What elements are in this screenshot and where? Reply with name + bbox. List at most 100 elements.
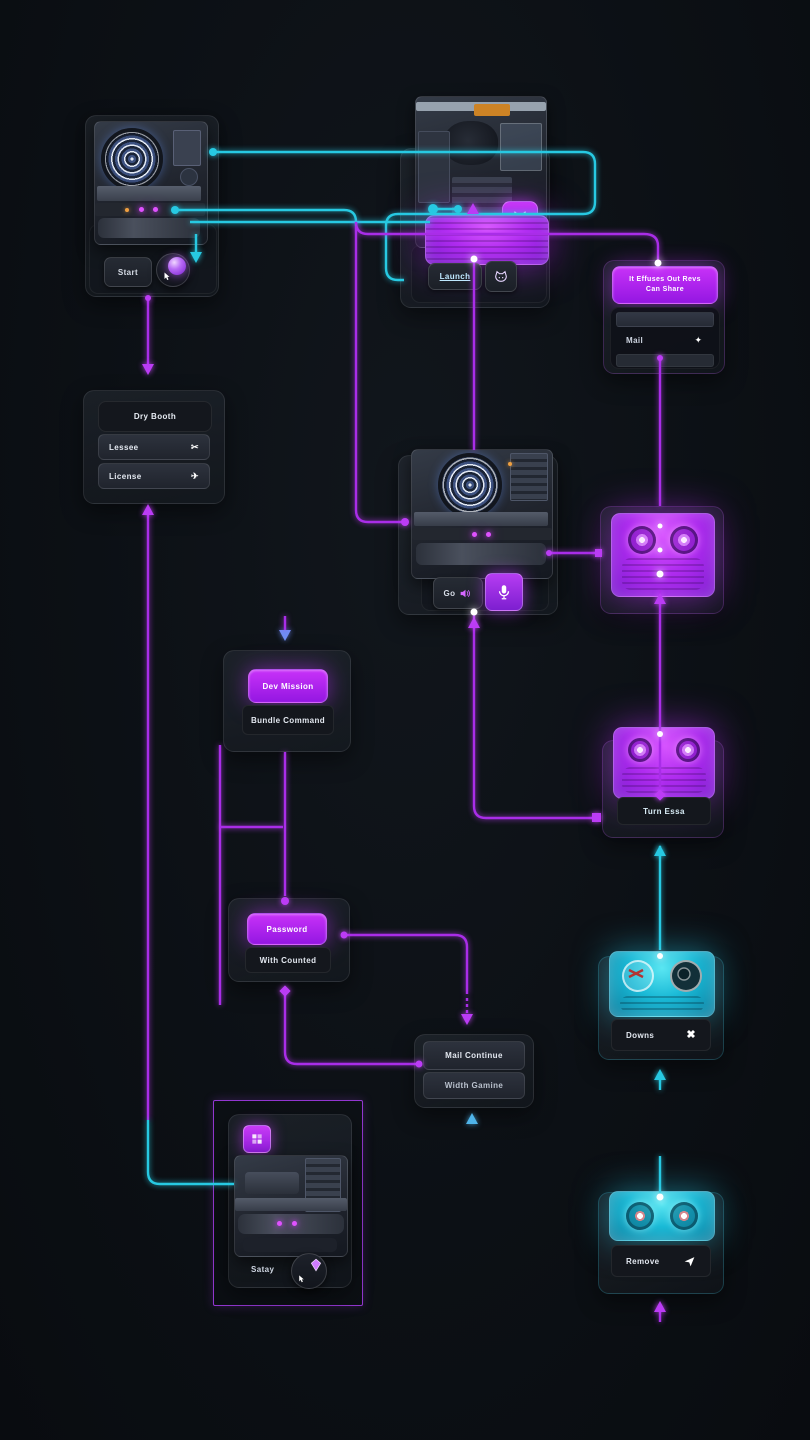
safety-label: Satay [251,1265,275,1274]
glass-window [500,123,542,171]
go-button-label: Go [443,588,456,598]
dry-booth-title: Dry Booth [98,401,212,432]
dev-mission-label: Dev Mission [262,681,314,691]
orange-block [474,104,510,116]
turn-essa-button[interactable]: Turn Essa [617,797,711,825]
turn-essa-panel [613,727,715,799]
grid-panel [510,453,548,501]
go-button[interactable]: Go [433,577,483,609]
deck-bar-2 [412,528,552,540]
mail-row[interactable]: Mail ✦ [616,329,712,351]
deck-bar-2 [95,203,205,216]
node-mail-continue: Mail Continue Width Gamine [414,1034,534,1108]
glow-scanlines [426,216,548,264]
launch-button-label: Launch [439,272,471,281]
dry-booth-row-2[interactable]: License ✈ [98,463,210,489]
knob [180,168,198,186]
share-header-button[interactable]: It Effuses Out Revs Can Share [612,266,718,304]
indicator-dot-magenta-2 [292,1221,297,1226]
arrow-down-drybooth [142,364,154,375]
password-button[interactable]: Password [247,913,327,945]
remove-button[interactable]: Remove [611,1245,711,1277]
wire-password-bottom-to-mailcontinue [283,994,416,1066]
blocked-badge-icon [622,960,654,992]
node-turn-essa: Turn Essa [602,727,724,838]
motor-hub [444,121,498,165]
cassette-a-panel [611,513,715,597]
indicator-dot-magenta-2 [486,532,491,537]
node-password: Password With Counted [228,898,350,982]
microphone-icon [498,585,510,600]
indicator-dot-magenta-1 [277,1221,282,1226]
roller-cylinder [98,218,200,238]
node-downs: Downs ✖ [598,951,724,1060]
indicator-dot-orange [508,462,512,466]
arrow-up-mailcontinue-bottom [466,1113,478,1124]
node-remove: Remove [598,1191,724,1294]
mail-button-label: Mail [626,335,644,345]
roller-cylinder [416,543,546,565]
with-counted-button[interactable]: With Counted [245,947,331,973]
reel-right-icon [676,738,700,762]
close-icon: ✖ [686,1028,696,1041]
share-title-line1: It Effuses Out Revs [629,276,701,284]
mic-button[interactable] [485,573,523,611]
dry-booth-row2-label: License [109,471,142,481]
reel-right-icon [670,526,698,554]
hand-cursor-icon [299,1275,304,1283]
sparkle-icon: ✦ [694,334,702,345]
share-strip-top [616,312,714,327]
with-counted-label: With Counted [259,955,317,965]
gem-icon [310,1258,322,1272]
node-dry-booth: Dry Booth Lessee ✂ License ✈ [83,390,225,504]
mail-continue-label: Mail Continue [445,1051,503,1060]
node-share: It Effuses Out Revs Can Share Mail ✦ [603,260,725,374]
start-button-label: Start [117,267,139,277]
safety-outline-frame [213,1100,363,1306]
mail-continue-button[interactable]: Mail Continue [423,1041,525,1070]
launch-button[interactable]: Launch [428,263,482,290]
node-machine-b: Launch [400,96,550,308]
indicator-dot-magenta-2 [153,207,158,212]
orb-button[interactable] [156,253,190,287]
panel-lines [620,996,704,1012]
dev-mission-button[interactable]: Dev Mission [248,669,328,703]
node-machine-a: Start [85,115,219,297]
deck-bar-1 [97,186,201,201]
arrow-up-drybooth [142,504,154,515]
bundle-command-button[interactable]: Bundle Command [242,705,334,735]
node-cassette-a [600,506,724,614]
orb-button[interactable] [291,1253,327,1289]
arrow-up-downs [654,1069,666,1080]
scissors-icon: ✂ [191,441,199,452]
reel-right-icon [670,1202,698,1230]
remove-label: Remove [626,1256,660,1266]
wire-left-drop-to-machineC [354,226,402,524]
node-safety: Satay [228,1114,352,1289]
dry-booth-row-1[interactable]: Lessee ✂ [98,434,210,460]
width-gamine-button[interactable]: Width Gamine [423,1072,525,1099]
indicator-dot-magenta-1 [472,532,477,537]
dry-booth-row1-label: Lessee [109,442,139,452]
spiral-reel-icon [438,453,502,517]
tape-lines [622,558,704,590]
downs-button[interactable]: Downs ✖ [611,1019,711,1051]
bundle-command-label: Bundle Command [250,715,326,725]
wire-machineC-to-turnessa [472,612,592,820]
reel-left-icon [628,526,656,554]
speaker-icon [461,589,471,597]
port-square-turnessa-left [592,813,601,822]
arrow-up-machineC-drop [468,617,480,628]
tape-lines [622,767,706,793]
dry-booth-title-label: Dry Booth [133,412,177,421]
node-machine-c: Go [398,449,558,615]
cat-outline-icon [495,270,507,282]
start-button[interactable]: Start [104,257,152,287]
safety-photo [234,1155,348,1257]
spiral-reel-icon [101,128,163,190]
machine-c-photo [411,449,553,579]
password-label: Password [266,924,308,934]
cat-button[interactable] [485,261,517,292]
lens-badge-icon [670,960,702,992]
